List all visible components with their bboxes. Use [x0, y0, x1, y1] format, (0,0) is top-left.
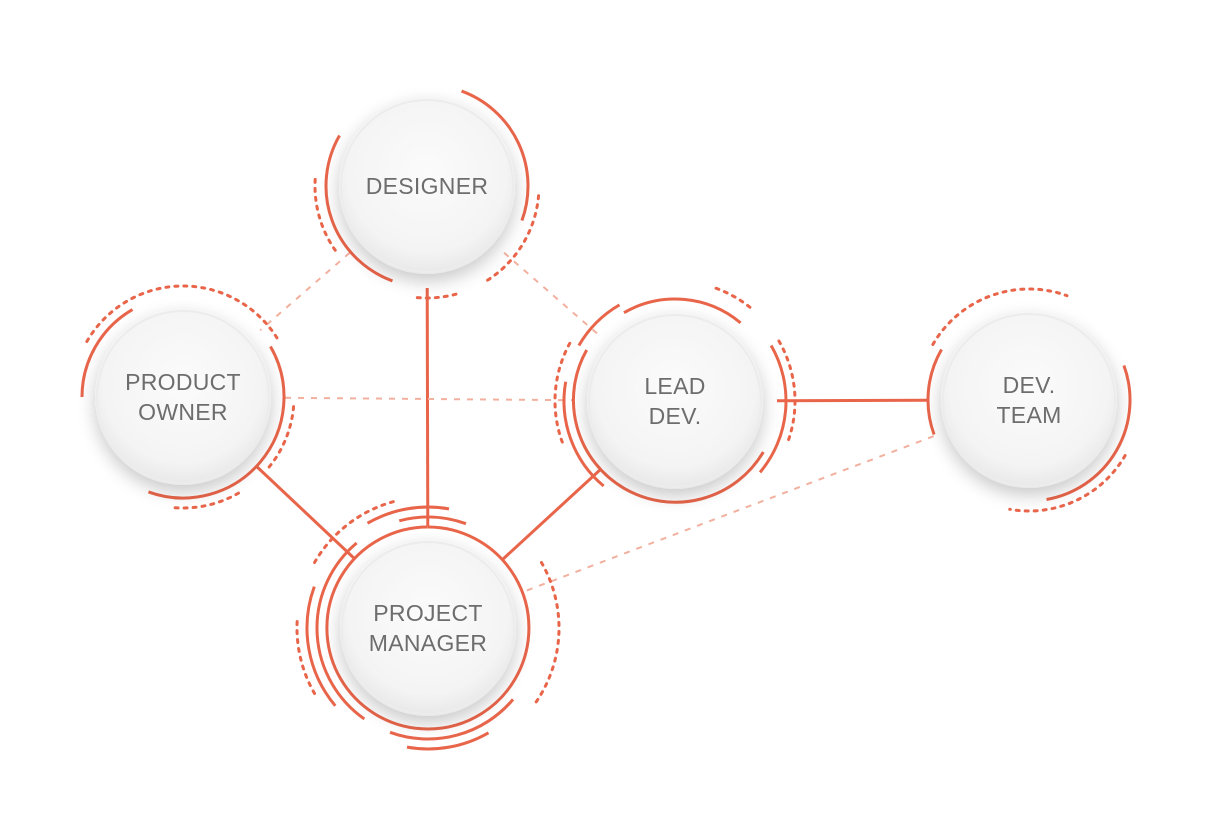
link-lead-dev-to-project-manager — [502, 468, 601, 561]
links-layer — [256, 251, 934, 593]
product-owner-circle — [95, 309, 271, 485]
project-manager-ring-arc — [305, 586, 337, 707]
decorative-rings-layer — [80, 89, 1132, 751]
dev-team-ring-arc — [1008, 454, 1127, 513]
project-manager-ring-arc — [315, 541, 366, 721]
project-manager-ring-arc — [389, 698, 515, 741]
product-owner-rings — [80, 284, 296, 510]
designer-ring-arc — [481, 194, 541, 285]
product-owner-inner-rim — [96, 310, 270, 484]
lead-dev-circle — [587, 313, 763, 489]
dev-team-label-line: TEAM — [996, 402, 1061, 428]
project-manager-ring-arc — [533, 561, 561, 705]
lead-dev-ring-arc — [623, 297, 742, 325]
lead-dev-ring-arc — [562, 381, 605, 488]
project-manager-ring-arc — [366, 505, 450, 525]
designer-label-line: DESIGNER — [366, 173, 489, 199]
designer-ring-arc — [415, 292, 458, 300]
product-owner-label-line: OWNER — [138, 399, 228, 425]
lead-dev-ring-arc — [714, 286, 754, 311]
link-designer-to-lead-dev — [503, 252, 599, 335]
product-owner-ring-arc — [85, 284, 281, 343]
project-manager-label-line: PROJECT — [373, 600, 482, 626]
lead-dev-ring-arc — [777, 339, 797, 444]
project-manager-ring-arc — [398, 515, 467, 526]
link-designer-to-project-manager — [425, 287, 430, 527]
project-manager-inner-rim — [341, 541, 515, 715]
product-owner-ring-arc — [147, 345, 286, 500]
project-manager-ring-arc — [295, 615, 317, 695]
node-lead-dev: LEAD DEV. — [587, 313, 763, 489]
dev-team-ring-arc — [926, 348, 943, 436]
node-project-manager: PROJECT MANAGER — [340, 540, 516, 716]
dev-team-ring-arc — [1046, 364, 1132, 501]
project-manager-circle — [340, 540, 516, 716]
lead-dev-label-line: DEV. — [649, 403, 702, 429]
lead-dev-ring-arc — [577, 303, 621, 347]
designer-ring-arc — [324, 134, 393, 283]
project-manager-ring-arc — [325, 525, 531, 731]
designer-ring-arc — [313, 174, 337, 252]
product-owner-ring-arc — [266, 405, 296, 470]
project-manager-label-line: MANAGER — [369, 630, 487, 656]
designer-rings — [313, 89, 541, 300]
dev-team-label-line: DEV. — [1003, 372, 1056, 398]
dev-team-ring-arc — [931, 287, 1069, 346]
product-owner-ring-arc — [171, 491, 240, 510]
link-designer-to-product-owner — [259, 251, 351, 332]
lead-dev-ring-arc — [571, 349, 765, 504]
dev-team-rings — [926, 287, 1132, 513]
product-owner-label-line: PRODUCT — [125, 369, 241, 395]
designer-inner-rim — [340, 99, 514, 273]
node-designer: DESIGNER — [339, 98, 515, 274]
dev-team-inner-rim — [942, 313, 1116, 487]
link-product-owner-to-lead-dev — [284, 396, 574, 402]
lead-dev-rings — [553, 286, 797, 504]
project-manager-ring-arc — [313, 499, 396, 564]
lead-dev-ring-arc — [758, 344, 788, 474]
node-dev-team: DEV. TEAM — [941, 312, 1117, 488]
project-manager-ring-arc — [406, 731, 490, 751]
product-owner-ring-arc — [80, 308, 134, 398]
lead-dev-inner-rim — [588, 314, 762, 488]
project-manager-rings — [295, 499, 561, 751]
dev-team-circle — [941, 312, 1117, 488]
lead-dev-ring-arc — [553, 339, 573, 444]
lead-dev-label-line: LEAD — [644, 373, 705, 399]
nodes-layer: DESIGNER PRODUCT OWNER LEAD DEV. DEV. TEAM PROJ… — [95, 98, 1117, 716]
node-product-owner: PRODUCT OWNER — [95, 309, 271, 485]
link-product-owner-to-project-manager — [256, 465, 355, 560]
designer-ring-arc — [461, 89, 530, 222]
designer-circle — [339, 98, 515, 274]
link-dev-team-to-project-manager — [523, 435, 934, 593]
